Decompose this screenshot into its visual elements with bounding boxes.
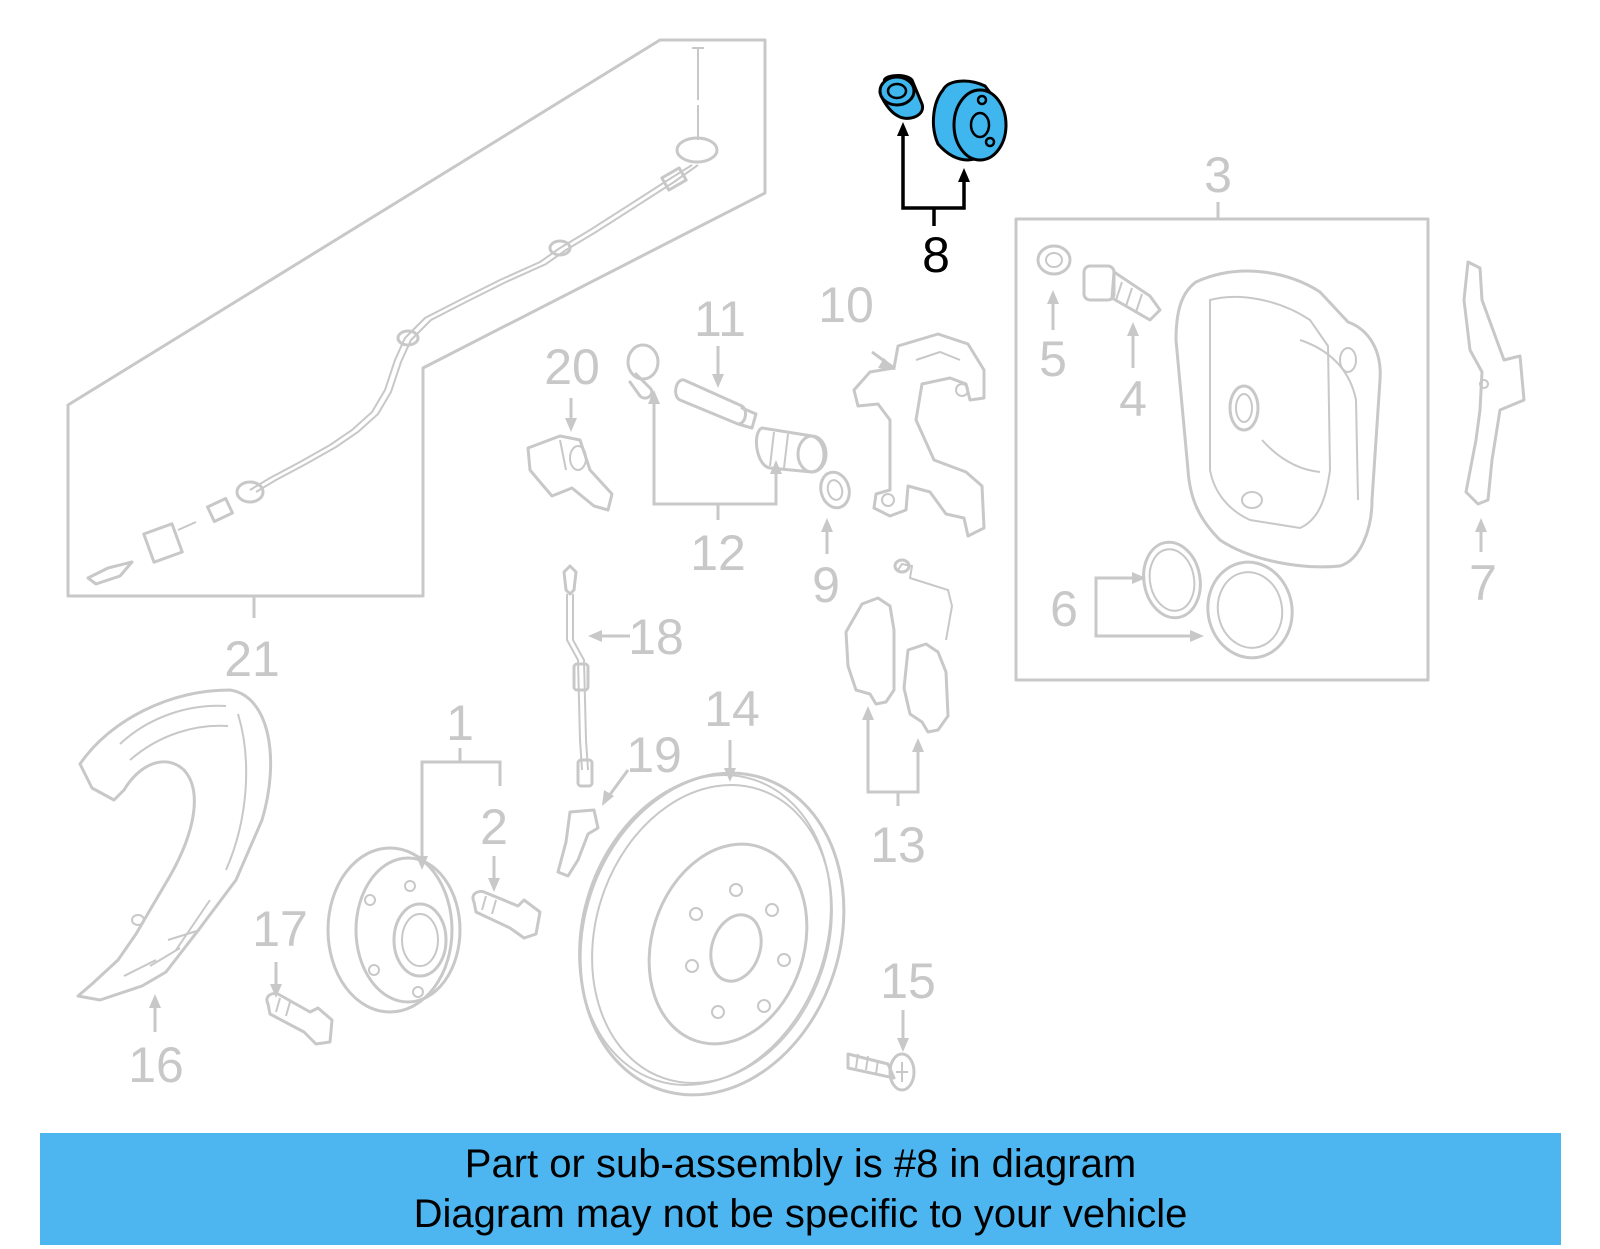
part-6-seals[interactable] [1138, 538, 1300, 665]
part-20-sensor-bracket[interactable] [526, 434, 614, 512]
part-8-guide-bushings[interactable] [878, 74, 1008, 162]
banner-line-2: Diagram may not be specific to your vehi… [413, 1192, 1188, 1236]
callout-2: 2 [480, 799, 508, 855]
callout-6: 6 [1050, 581, 1078, 637]
part-2-hub-bolt[interactable] [471, 890, 542, 940]
part-12-guide-sleeve[interactable] [754, 426, 828, 474]
part-16-splash-shield[interactable] [76, 688, 273, 1002]
callout-1: 1 [446, 695, 474, 751]
callout-10: 10 [818, 277, 874, 333]
callout-15: 15 [880, 953, 936, 1009]
info-banner: Part or sub-assembly is #8 in diagram Di… [40, 1133, 1561, 1245]
part-4-bolt[interactable] [1082, 264, 1162, 322]
banner-line-1: Part or sub-assembly is #8 in diagram [464, 1142, 1137, 1186]
callout-17: 17 [252, 901, 308, 957]
part-13-brake-pads[interactable] [844, 558, 954, 734]
part-8-small-bushing[interactable] [878, 74, 925, 120]
callout-11: 11 [694, 291, 746, 347]
callout-20: 20 [544, 339, 600, 395]
callout-5: 5 [1039, 331, 1067, 387]
callout-16: 16 [128, 1037, 184, 1093]
callout-21: 21 [224, 631, 280, 687]
part-15-rotor-screw[interactable] [846, 1052, 916, 1092]
part-5-washer[interactable] [1036, 244, 1072, 276]
callout-14: 14 [704, 681, 760, 737]
part-10-caliper-carrier[interactable] [852, 332, 986, 538]
part-3-caliper-group-box [1014, 217, 1430, 682]
callout-4: 4 [1119, 371, 1147, 427]
part-8-large-bushing[interactable] [931, 79, 1008, 162]
part-3-caliper[interactable] [1174, 269, 1382, 569]
callout-3: 3 [1204, 147, 1232, 203]
part-19-hose-bracket[interactable] [556, 808, 600, 878]
callout-7: 7 [1469, 555, 1497, 611]
callout-8: 8 [922, 227, 950, 283]
part-18-brake-hose[interactable] [562, 564, 594, 788]
callout-19: 19 [626, 727, 682, 783]
part-21-wire-harness[interactable] [66, 38, 767, 598]
part-14-brake-rotor[interactable] [540, 738, 885, 1129]
callout-13: 13 [870, 817, 926, 873]
part-7-spring-clip[interactable] [1462, 260, 1526, 506]
part-11-guide-pin[interactable] [674, 378, 758, 430]
part-17-bolt[interactable] [265, 992, 334, 1046]
callout-12: 12 [690, 525, 746, 581]
callout-8-leaders [897, 122, 970, 226]
part-1-wheel-hub[interactable] [326, 846, 462, 1014]
callout-9: 9 [812, 557, 840, 613]
callout-18: 18 [628, 609, 684, 665]
part-12-guide-pin-boot[interactable] [626, 343, 660, 400]
part-9-o-ring[interactable] [817, 469, 853, 511]
